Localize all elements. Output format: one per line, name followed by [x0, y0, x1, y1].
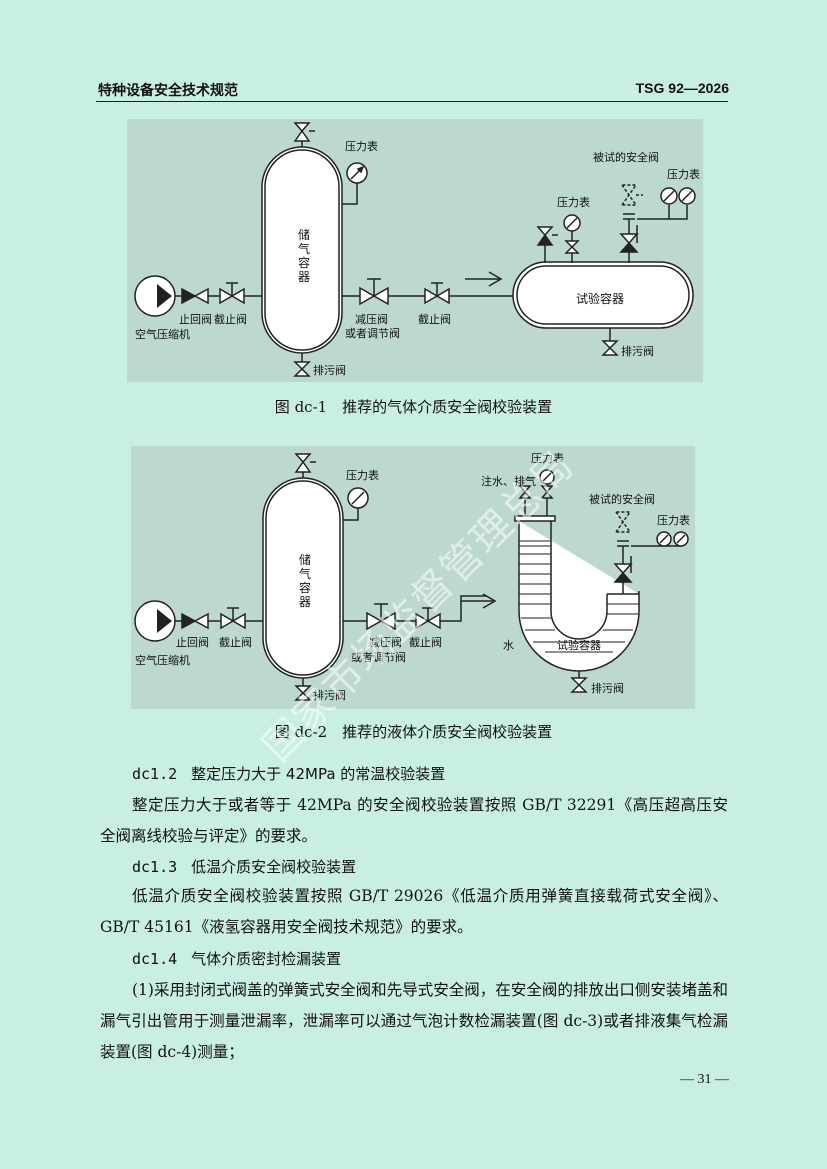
section-heading-dc1-4: dc1.4 气体介质密封检漏装置 [132, 948, 341, 969]
page-number: — 31 — [680, 1072, 729, 1087]
section-paragraph-dc1-2: 整定压力大于或者等于 42MPa 的安全阀校验装置按照 GB/T 32291《高… [100, 796, 728, 845]
label-storage-vessel: 储气容器 [299, 552, 311, 609]
section-title: 整定压力大于 42MPa 的常温校验装置 [191, 765, 446, 783]
label-reducing-valve: 减压阀 [369, 635, 402, 649]
figure-dc-1: 压力表 储气容器 被试的安全阀 压力表 压力表 试验容器 止回阀 截止阀 空气压… [127, 119, 703, 382]
label-drain-1: 排污阀 [313, 688, 346, 702]
label-gauge-2: 压力表 [531, 451, 564, 465]
label-water: 水 [503, 639, 514, 652]
label-gauge-3: 压力表 [667, 167, 700, 181]
label-gauge-1: 压力表 [345, 139, 378, 153]
header-rule [96, 101, 728, 102]
label-tested-valve: 被试的安全阀 [589, 492, 655, 506]
section-number: dc1.4 [132, 950, 178, 968]
label-compressor: 空气压缩机 [135, 653, 190, 667]
section-title: 气体介质密封检漏装置 [191, 950, 342, 968]
header-code: TSG 92—2026 [635, 80, 729, 96]
section-paragraph-dc1-4: (1)采用封闭式阀盖的弹簧式安全阀和先导式安全阀，在安全阀的排放出口侧安装堵盖和… [100, 981, 728, 1061]
section-title: 低温介质安全阀校验装置 [191, 858, 357, 876]
figure-2-caption: 图 dc-2 推荐的液体介质安全阀校验装置 [274, 723, 553, 741]
label-regulator: 或者调节阀 [345, 326, 400, 340]
label-regulator: 或者调节阀 [351, 650, 406, 664]
section-heading-dc1-3: dc1.3 低温介质安全阀校验装置 [132, 856, 356, 877]
label-drain-1: 排污阀 [313, 363, 346, 377]
label-gauge-3: 压力表 [657, 513, 690, 527]
figure-dc-2: 压力表 储气容器 注水、排气 压力表 被试的安全阀 压力表 止回阀 截止阀 空气… [131, 446, 695, 709]
label-check-valve: 止回阀 [179, 312, 212, 326]
label-compressor: 空气压缩机 [135, 327, 190, 341]
label-test-vessel: 试验容器 [576, 291, 624, 306]
figure-1-caption: 图 dc-1 推荐的气体介质安全阀校验装置 [274, 398, 553, 416]
section-heading-dc1-2: dc1.2 整定压力大于 42MPa 的常温校验装置 [132, 763, 445, 784]
label-stop-valve-1: 截止阀 [214, 312, 247, 326]
header-title: 特种设备安全技术规范 [98, 83, 238, 99]
label-drain-2: 排污阀 [621, 344, 654, 358]
label-gauge-1: 压力表 [346, 468, 379, 482]
section-number: dc1.2 [132, 765, 178, 783]
label-reducing-valve: 减压阀 [355, 312, 388, 326]
label-storage-vessel: 储气容器 [298, 227, 310, 284]
label-check-valve: 止回阀 [176, 635, 209, 649]
label-test-vessel: 试验容器 [557, 638, 601, 652]
section-paragraph-dc1-3: 低温介质安全阀校验装置按照 GB/T 29026《低温介质用弹簧直接载荷式安全阀… [100, 887, 728, 936]
label-gauge-2: 压力表 [557, 195, 590, 209]
label-stop-valve-2: 截止阀 [418, 312, 451, 326]
label-fill-vent: 注水、排气 [481, 474, 536, 488]
label-drain-2: 排污阀 [591, 681, 624, 695]
label-tested-valve: 被试的安全阀 [593, 150, 659, 164]
label-stop-valve-2: 截止阀 [409, 635, 442, 649]
label-stop-valve-1: 截止阀 [219, 635, 252, 649]
section-number: dc1.3 [132, 858, 178, 876]
